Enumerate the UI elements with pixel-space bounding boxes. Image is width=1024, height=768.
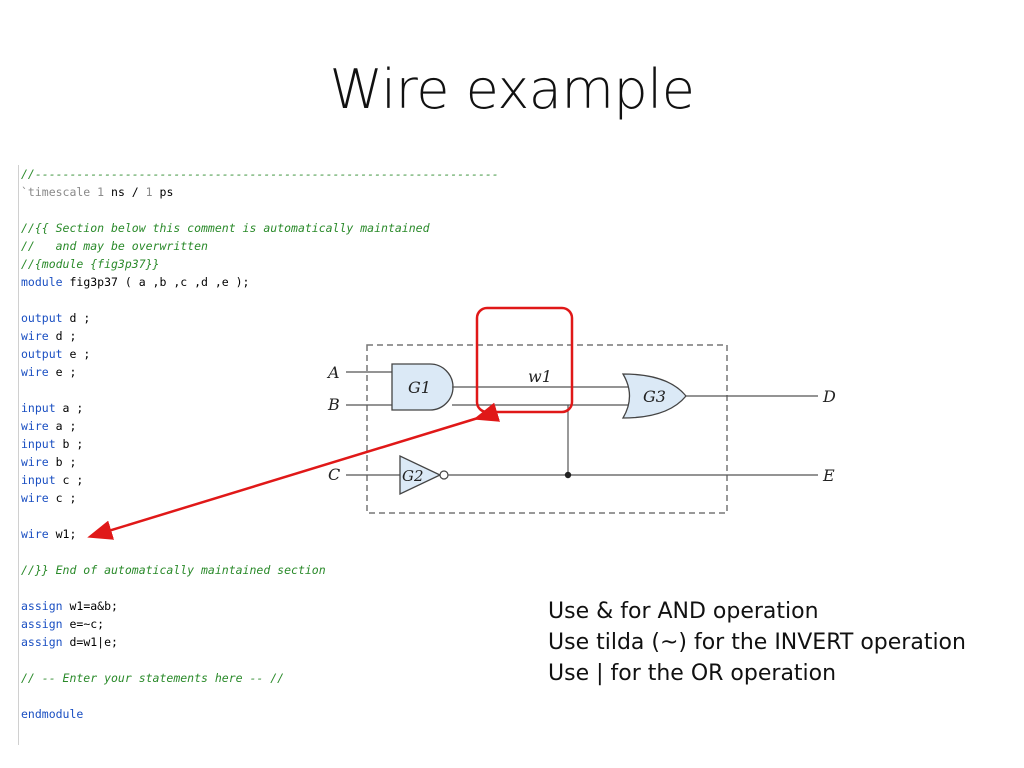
verilog-code: //--------------------------------------… <box>21 165 499 723</box>
code-line-module: module fig3p37 ( a ,b ,c ,d ,e ); <box>21 273 499 291</box>
junction-dot <box>564 471 572 479</box>
code-text: d ; <box>48 329 77 343</box>
code-keyword: assign <box>21 599 63 613</box>
code-text: c ; <box>55 473 84 487</box>
or-gate-g3 <box>621 373 687 419</box>
code-blank-line <box>21 651 499 669</box>
code-keyword: wire <box>21 329 49 343</box>
operator-notes: Use & for AND operation Use tilda (~) fo… <box>548 596 966 689</box>
code-comment-line: //--------------------------------------… <box>21 167 499 181</box>
gate-label-g2: G2 <box>402 467 424 485</box>
code-comment-line: //{{ Section below this comment is autom… <box>21 221 430 235</box>
code-keyword: wire <box>21 491 49 505</box>
code-line: wire b ; <box>21 453 499 471</box>
code-keyword: output <box>21 311 63 325</box>
code-keyword: wire <box>21 419 49 433</box>
circuit-diagram: A B C D E G1 G2 G3 w1 <box>326 344 836 514</box>
code-line-timescale: `timescale 1 ns / 1 ps <box>21 183 499 201</box>
code-text: w1=a&b; <box>62 599 118 613</box>
input-label-b: B <box>327 395 340 414</box>
code-text: d ; <box>62 311 91 325</box>
code-listing-panel: //--------------------------------------… <box>18 165 579 745</box>
code-keyword: wire <box>21 365 49 379</box>
note-and-operation: Use & for AND operation <box>548 599 819 624</box>
code-text: e ; <box>62 347 91 361</box>
code-keyword: assign <box>21 635 63 649</box>
code-line: output e ; <box>21 345 499 363</box>
code-line: wire c ; <box>21 489 499 507</box>
wire-label-w1: w1 <box>528 367 552 386</box>
code-line: assign e=~c; <box>21 615 499 633</box>
code-text: w1; <box>48 527 77 541</box>
code-text: b ; <box>48 455 77 469</box>
code-line: wire a ; <box>21 417 499 435</box>
gate-label-g3: G3 <box>643 387 666 406</box>
code-keyword: input <box>21 401 56 415</box>
code-keyword: input <box>21 437 56 451</box>
code-number: 1 <box>90 185 105 199</box>
code-text: e ; <box>48 365 77 379</box>
code-text: ns / <box>104 185 146 199</box>
code-number: 1 <box>145 185 153 199</box>
code-blank-line <box>21 687 499 705</box>
code-text: b ; <box>55 437 84 451</box>
code-comment-line: // and may be overwritten <box>21 239 208 253</box>
code-text: fig3p37 ( a ,b ,c ,d ,e ); <box>62 275 250 289</box>
code-line: input a ; <box>21 399 499 417</box>
code-comment-line: // -- Enter your statements here -- // <box>21 671 285 685</box>
code-line: input c ; <box>21 471 499 489</box>
code-keyword: `timescale <box>21 185 91 199</box>
code-blank-line <box>21 579 499 597</box>
code-keyword: module <box>21 275 63 289</box>
code-line: input b ; <box>21 435 499 453</box>
code-blank-line <box>21 201 499 219</box>
code-comment-line: //{module {fig3p37}} <box>21 257 160 271</box>
note-or-operation: Use | for the OR operation <box>548 661 837 686</box>
inverter-bubble <box>439 470 449 480</box>
input-label-c: C <box>328 465 340 484</box>
code-text: c ; <box>48 491 77 505</box>
code-text: e=~c; <box>62 617 105 631</box>
output-label-e: E <box>822 466 835 485</box>
code-line: output d ; <box>21 309 499 327</box>
code-text: ps <box>152 185 174 199</box>
gate-label-g1: G1 <box>408 378 431 397</box>
code-line: wire d ; <box>21 327 499 345</box>
code-line-wire-w1: wire w1; <box>21 525 499 543</box>
code-keyword: assign <box>21 617 63 631</box>
code-keyword: output <box>21 347 63 361</box>
output-label-d: D <box>822 387 836 406</box>
code-keyword: wire <box>21 527 49 541</box>
code-text: d=w1|e; <box>62 635 118 649</box>
code-line: assign w1=a&b; <box>21 597 499 615</box>
note-invert-operation: Use tilda (~) for the INVERT operation <box>548 630 966 655</box>
code-text: a ; <box>48 419 77 433</box>
code-line: wire e ; <box>21 363 499 381</box>
input-label-a: A <box>326 363 340 382</box>
code-keyword-endmodule: endmodule <box>21 707 84 721</box>
code-blank-line <box>21 543 499 561</box>
code-text: a ; <box>55 401 84 415</box>
code-keyword: input <box>21 473 56 487</box>
code-comment-line: //}} End of automatically maintained sec… <box>21 563 326 577</box>
slide-title: Wire example <box>329 58 695 121</box>
code-line: assign d=w1|e; <box>21 633 499 651</box>
code-keyword: wire <box>21 455 49 469</box>
